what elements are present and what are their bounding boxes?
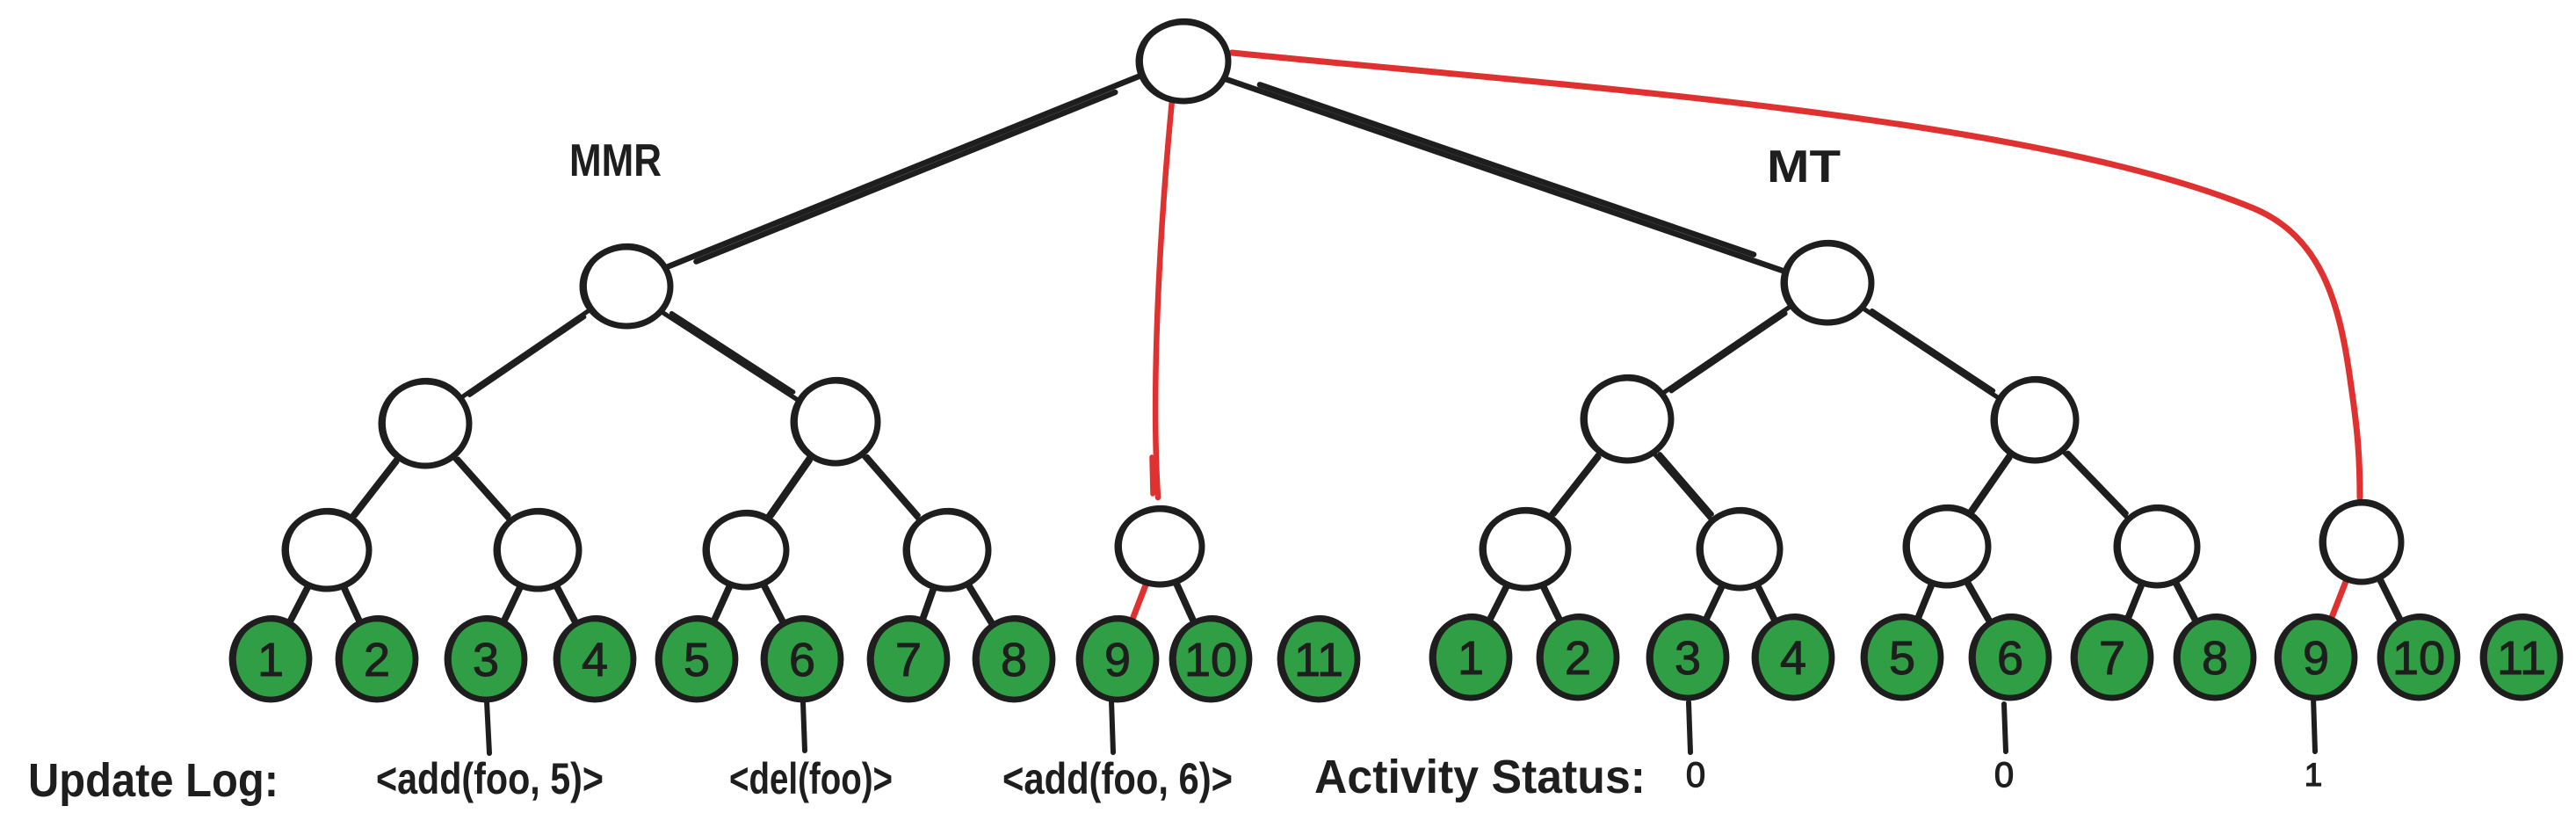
svg-text:1: 1 <box>1458 632 1484 685</box>
svg-text:9: 9 <box>1104 634 1131 686</box>
svg-text:8: 8 <box>2202 632 2228 685</box>
svg-text:11: 11 <box>1294 634 1343 686</box>
svg-text:4: 4 <box>582 634 608 686</box>
svg-text:Update Log:: Update Log: <box>28 754 279 807</box>
svg-text:8: 8 <box>1001 634 1027 686</box>
svg-text:2: 2 <box>364 634 390 686</box>
svg-text:11: 11 <box>2497 632 2546 685</box>
svg-text:1: 1 <box>257 634 284 686</box>
svg-text:3: 3 <box>1675 632 1701 685</box>
svg-text:4: 4 <box>1780 632 1806 685</box>
svg-text:9: 9 <box>2303 632 2329 685</box>
svg-text:5: 5 <box>1889 632 1915 685</box>
svg-text:MMR: MMR <box>569 135 662 186</box>
svg-text:<add(foo, 6)>: <add(foo, 6)> <box>1002 754 1233 803</box>
svg-text:0: 0 <box>1994 756 2014 795</box>
svg-text:MT: MT <box>1767 142 1841 192</box>
svg-text:<del(foo)>: <del(foo)> <box>729 754 893 803</box>
svg-text:3: 3 <box>473 634 499 686</box>
svg-text:6: 6 <box>1997 632 2023 685</box>
svg-text:6: 6 <box>789 634 815 686</box>
svg-text:5: 5 <box>684 634 710 686</box>
svg-text:7: 7 <box>895 634 922 686</box>
svg-text:0: 0 <box>1686 756 1705 795</box>
svg-text:<add(foo, 5)>: <add(foo, 5)> <box>376 754 604 803</box>
svg-text:Activity Status:: Activity Status: <box>1314 751 1646 803</box>
svg-text:10: 10 <box>2392 632 2445 685</box>
svg-text:2: 2 <box>1565 632 1591 685</box>
svg-text:7: 7 <box>2099 632 2125 685</box>
svg-text:1: 1 <box>2305 757 2323 793</box>
svg-text:10: 10 <box>1184 634 1237 686</box>
